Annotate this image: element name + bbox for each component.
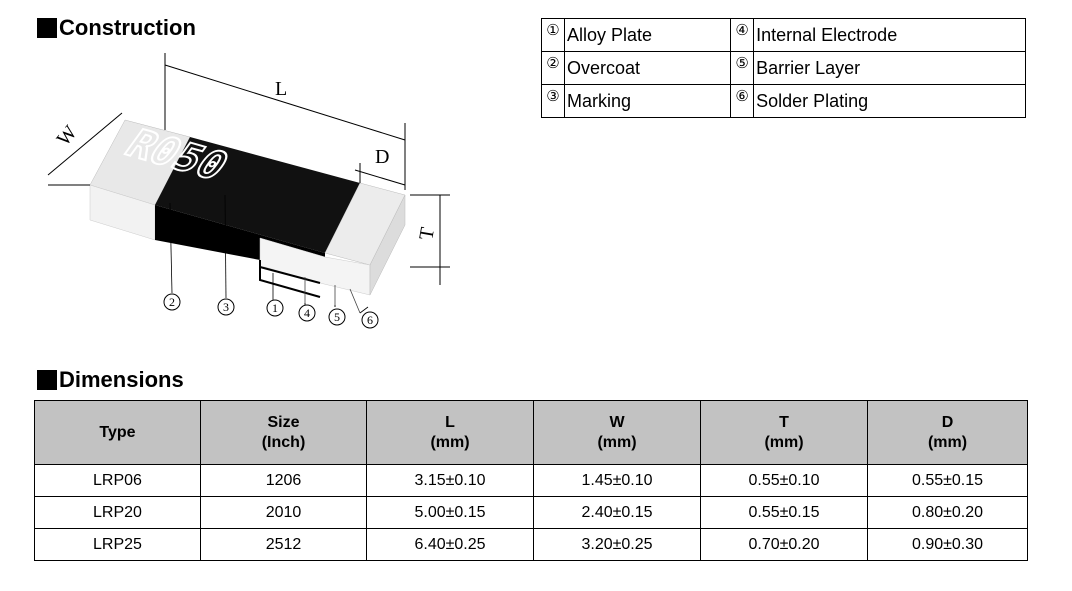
table-cell: 1206 (200, 464, 367, 497)
table-cell: LRP06 (34, 464, 201, 497)
header-size: Size(Inch) (200, 400, 367, 465)
legend-number: ④ (730, 18, 755, 52)
legend-label: Internal Electrode (753, 18, 1026, 52)
table-cell: LRP25 (34, 528, 201, 561)
legend-label: Marking (563, 84, 732, 118)
table-row: LRP25 2512 6.40±0.25 3.20±0.25 0.70±0.20… (34, 528, 1028, 561)
callout-leaders (169, 194, 369, 314)
legend-number: ① (541, 18, 565, 52)
legend-label: Overcoat (563, 51, 732, 85)
svg-text:3: 3 (223, 300, 229, 314)
callouts: 2 3 1 4 5 6 (163, 293, 379, 329)
heading-square-icon (37, 18, 57, 38)
svg-text:5: 5 (334, 310, 340, 324)
table-cell: 3.15±0.10 (366, 464, 534, 497)
dimensions-title: Dimensions (59, 367, 184, 392)
dimension-label-L: L (275, 78, 287, 100)
header-w: W(mm) (533, 400, 701, 465)
table-cell: 3.20±0.25 (533, 528, 701, 561)
callout-1: 1 (266, 299, 284, 317)
header-l: L(mm) (366, 400, 534, 465)
dimension-label-W: W (53, 122, 82, 151)
table-cell: 0.55±0.15 (867, 464, 1028, 497)
header-type: Type (34, 400, 201, 465)
table-cell: 5.00±0.15 (366, 496, 534, 529)
legend-number: ⑥ (730, 84, 755, 118)
table-row: LRP20 2010 5.00±0.15 2.40±0.15 0.55±0.15… (34, 496, 1028, 529)
construction-title: Construction (59, 15, 196, 40)
table-cell: 0.80±0.20 (867, 496, 1028, 529)
svg-text:1: 1 (272, 301, 278, 315)
table-row: LRP06 1206 3.15±0.10 1.45±0.10 0.55±0.10… (34, 464, 1028, 497)
legend-label: Barrier Layer (753, 51, 1026, 85)
table-cell: 2512 (200, 528, 367, 561)
table-cell: 0.70±0.20 (700, 528, 868, 561)
callout-3: 3 (217, 298, 235, 316)
resistor-construction-diagram: R050 L W D T 2 3 1 4 5 6 (47, 53, 450, 329)
construction-legend-table: ① Alloy Plate ④ Internal Electrode ② Ove… (541, 18, 1026, 118)
callout-4: 4 (298, 304, 316, 322)
legend-label: Solder Plating (753, 84, 1026, 118)
heading-square-icon (37, 370, 57, 390)
svg-text:4: 4 (304, 306, 310, 320)
legend-number: ③ (541, 84, 565, 118)
table-cell: LRP20 (34, 496, 201, 529)
construction-heading: Construction (37, 15, 196, 41)
callout-2: 2 (163, 293, 181, 311)
dimensions-table: Type Size(Inch) L(mm) W(mm) T(mm) D(mm) … (34, 400, 1028, 561)
dimension-lines (47, 53, 450, 285)
legend-row: ③ Marking ⑥ Solder Plating (541, 84, 1026, 118)
svg-text:6: 6 (367, 313, 373, 327)
dimensions-heading: Dimensions (37, 367, 184, 393)
legend-label: Alloy Plate (563, 18, 732, 52)
table-header-row: Type Size(Inch) L(mm) W(mm) T(mm) D(mm) (34, 400, 1028, 465)
table-cell: 1.45±0.10 (533, 464, 701, 497)
legend-number: ② (541, 51, 565, 85)
callout-5: 5 (328, 308, 346, 326)
svg-text:2: 2 (169, 295, 175, 309)
header-d: D(mm) (867, 400, 1028, 465)
table-cell: 2010 (200, 496, 367, 529)
chip-body (89, 119, 406, 314)
table-cell: 0.55±0.15 (700, 496, 868, 529)
table-cell: 6.40±0.25 (366, 528, 534, 561)
legend-number: ⑤ (730, 51, 755, 85)
dimension-label-T: T (415, 226, 439, 242)
legend-row: ① Alloy Plate ④ Internal Electrode (541, 18, 1026, 52)
table-cell: 0.55±0.10 (700, 464, 868, 497)
legend-row: ② Overcoat ⑤ Barrier Layer (541, 51, 1026, 85)
table-cell: 2.40±0.15 (533, 496, 701, 529)
table-cell: 0.90±0.30 (867, 528, 1028, 561)
dimension-label-D: D (375, 146, 389, 168)
header-t: T(mm) (700, 400, 868, 465)
callout-6: 6 (361, 311, 379, 329)
